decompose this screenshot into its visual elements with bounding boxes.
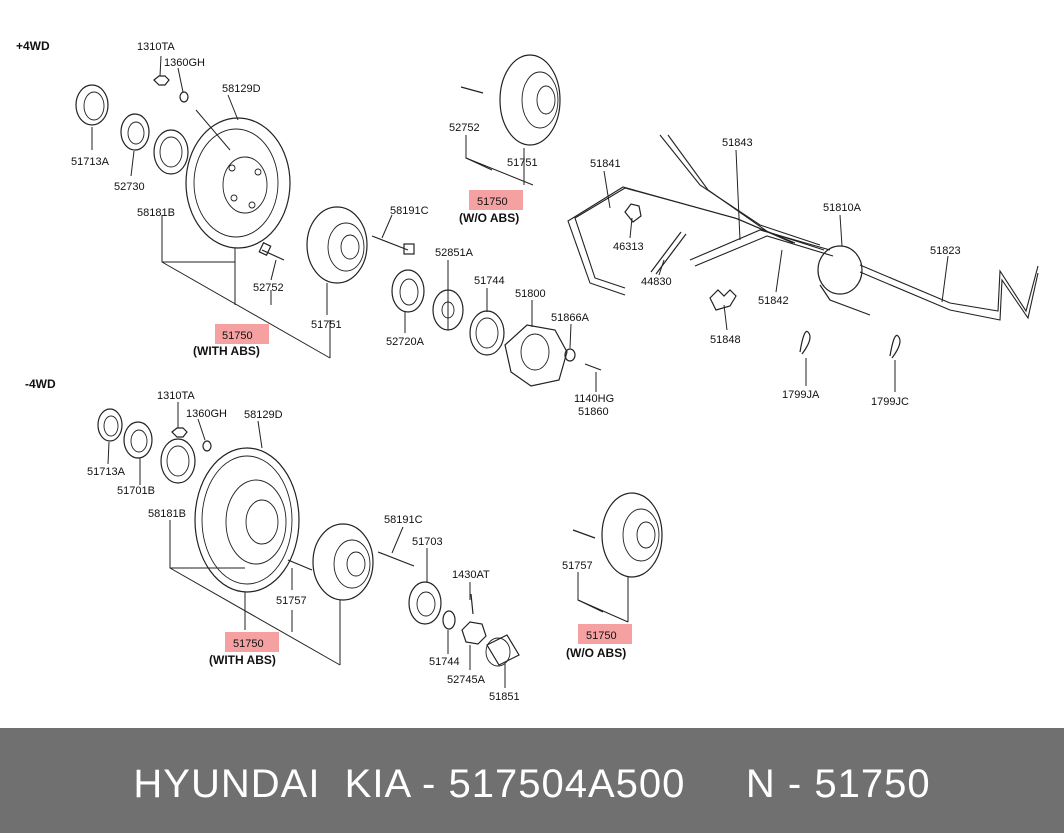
part-label-1360gh: 1360GH	[186, 408, 227, 420]
variant-note-wo-abs: (W/O ABS)	[566, 646, 626, 660]
part-label-51757: 51757	[276, 595, 307, 607]
highlight-51750-upper-wo-abs	[469, 190, 523, 210]
part-label-51823: 51823	[930, 245, 961, 257]
part-label-51757: 51757	[562, 560, 593, 572]
lower-assembly-drawing	[97, 408, 663, 667]
part-label-1140hg: 1140HG	[574, 393, 614, 405]
part-label-1430at: 1430AT	[452, 569, 490, 581]
highlights	[215, 190, 632, 652]
part-label-51744: 51744	[474, 275, 505, 287]
section-label-plus-4wd: +4WD	[16, 39, 50, 53]
variant-note-with-abs: (WITH ABS)	[209, 653, 276, 667]
variant-note-wo-abs: (W/O ABS)	[459, 211, 519, 225]
part-label-1310ta: 1310TA	[137, 41, 175, 53]
part-label-51750: 51750	[477, 196, 508, 208]
part-label-58191c: 58191C	[384, 514, 423, 526]
part-label-51713a: 51713A	[71, 156, 110, 168]
part-label-52752: 52752	[253, 282, 284, 294]
part-label-52745a: 52745A	[447, 674, 486, 686]
part-labels: +4WD -4WD 1310TA 1360GH 58129D 51713A 52…	[16, 39, 961, 703]
part-label-58181b: 58181B	[148, 508, 186, 520]
part-label-51750: 51750	[233, 638, 264, 650]
part-label-51713a: 51713A	[87, 466, 126, 478]
part-label-58129d: 58129D	[244, 409, 283, 421]
brake-lines-drawing	[567, 134, 1039, 359]
part-label-51744: 51744	[429, 656, 460, 668]
part-label-58181b: 58181B	[137, 207, 175, 219]
part-label-51810a: 51810A	[823, 202, 862, 214]
part-label-51750: 51750	[222, 330, 253, 342]
part-label-51848: 51848	[710, 334, 741, 346]
part-label-1360gh: 1360GH	[164, 57, 205, 69]
part-label-52851a: 52851A	[435, 247, 474, 259]
part-label-51701b: 51701B	[117, 485, 155, 497]
part-number-caption: HYUNDAI KIA - 517504A500 N - 51750	[133, 762, 931, 806]
part-label-51751: 51751	[507, 157, 538, 169]
part-label-46313: 46313	[613, 241, 644, 253]
part-label-51800: 51800	[515, 288, 546, 300]
part-label-58129d: 58129D	[222, 83, 261, 95]
part-label-51751: 51751	[311, 319, 342, 331]
upper-assembly-drawing	[75, 54, 602, 387]
exploded-parts-diagram: +4WD -4WD 1310TA 1360GH 58129D 51713A 52…	[16, 39, 1039, 703]
part-label-51750: 51750	[586, 630, 617, 642]
part-label-51841: 51841	[590, 158, 621, 170]
part-label-51860: 51860	[578, 406, 609, 418]
part-label-51842: 51842	[758, 295, 789, 307]
footer-banner: HYUNDAI KIA - 517504A500 N - 51750	[0, 728, 1064, 833]
variant-note-with-abs: (WITH ABS)	[193, 344, 260, 358]
highlight-51750-lower-wo-abs	[578, 624, 632, 644]
part-label-1310ta: 1310TA	[157, 390, 195, 402]
highlight-51750-lower-with-abs	[225, 632, 279, 652]
part-label-52730: 52730	[114, 181, 145, 193]
part-label-44830: 44830	[641, 276, 672, 288]
part-label-1799ja: 1799JA	[782, 389, 820, 401]
part-label-51851: 51851	[489, 691, 520, 703]
part-label-51843: 51843	[722, 137, 753, 149]
part-label-51703: 51703	[412, 536, 443, 548]
part-label-52752: 52752	[449, 122, 480, 134]
section-label-minus-4wd: -4WD	[25, 377, 56, 391]
highlight-51750-upper-with-abs	[215, 324, 269, 344]
part-label-58191c: 58191C	[390, 205, 429, 217]
part-label-1799jc: 1799JC	[871, 396, 909, 408]
part-label-51866a: 51866A	[551, 312, 590, 324]
leader-lines	[91, 55, 949, 688]
part-label-52720a: 52720A	[386, 336, 425, 348]
